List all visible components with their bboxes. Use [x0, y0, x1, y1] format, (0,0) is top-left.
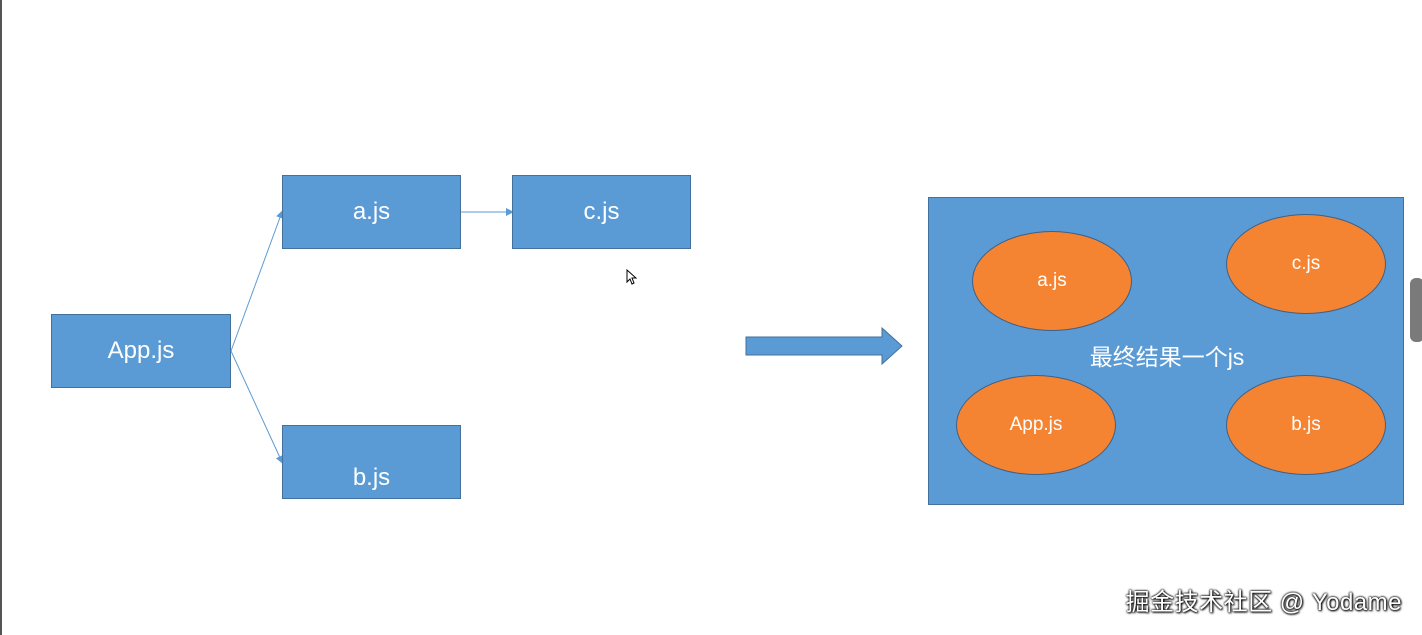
bundle-item-a-js: a.js	[972, 231, 1132, 331]
node-app-js: App.js	[51, 314, 231, 388]
left-border	[0, 0, 2, 635]
bundle-item-b-js: b.js	[1226, 375, 1386, 475]
result-bundle-panel: a.js c.js 最终结果一个js App.js b.js	[928, 197, 1404, 505]
bundle-item-c-js-label: c.js	[1291, 253, 1321, 274]
node-c-js: c.js	[512, 175, 691, 249]
bundle-item-a-js-label: a.js	[1037, 270, 1067, 291]
node-b-js: b.js	[282, 425, 461, 499]
bundle-item-app-js-label: App.js	[1009, 414, 1063, 435]
block-arrow	[745, 326, 903, 366]
edge-app-to-b	[230, 350, 284, 464]
node-a-js: a.js	[282, 175, 461, 249]
scroll-handle[interactable]	[1410, 278, 1422, 342]
node-b-js-label: b.js	[352, 464, 391, 491]
node-app-js-label: App.js	[107, 337, 175, 364]
bundle-item-b-js-label: b.js	[1291, 414, 1321, 435]
node-c-js-label: c.js	[583, 198, 620, 225]
bundle-item-c-js: c.js	[1226, 214, 1386, 314]
node-a-js-label: a.js	[352, 198, 391, 225]
mouse-cursor-icon	[626, 269, 638, 285]
watermark: 掘金技术社区 @ Yodame	[1125, 589, 1402, 616]
bundle-item-app-js: App.js	[956, 375, 1116, 475]
result-bundle-label: 最终结果一个js	[1089, 344, 1245, 370]
edge-app-to-a	[230, 210, 284, 352]
